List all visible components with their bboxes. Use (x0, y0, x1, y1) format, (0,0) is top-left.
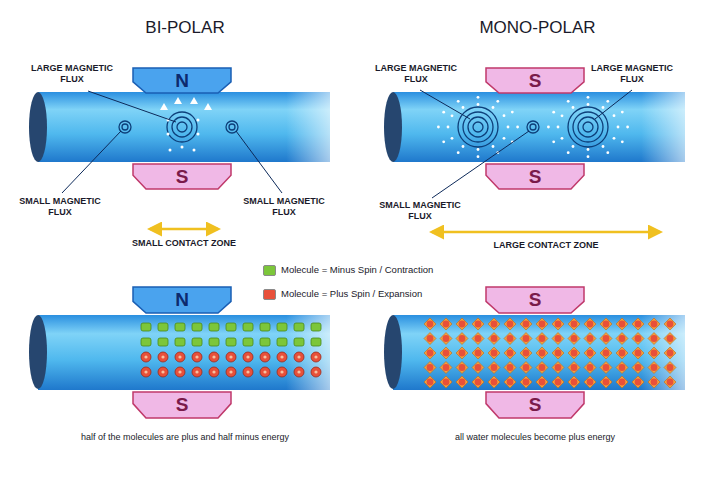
magnet-outline (486, 392, 584, 418)
molecules (141, 318, 676, 388)
magnet-outline (486, 68, 584, 93)
magnet-block: N (132, 286, 232, 314)
pole-letter: N (132, 70, 232, 92)
section-title: BI-POLAR (110, 18, 260, 38)
callout-label: SMALL MAGNETIC FLUX (12, 196, 108, 218)
magnet-block: S (132, 163, 232, 190)
magnet-outline (133, 164, 231, 189)
magnet-block: S (485, 286, 585, 314)
magnet-block: S (485, 67, 585, 94)
pole-letter: S (485, 166, 585, 188)
magnet-outline (133, 392, 231, 418)
pipes (29, 92, 685, 390)
callout-label: LARGE MAGNETIC FLUX (22, 63, 122, 85)
pole-letter: S (132, 166, 232, 188)
caption-note: all water molecules become plus energy (380, 432, 690, 443)
pole-letter: S (485, 70, 585, 92)
pole-letter: S (485, 394, 585, 416)
callout-label: SMALL MAGNETIC FLUX (372, 200, 468, 222)
legend-swatch (263, 289, 276, 300)
flux-arrows (160, 97, 212, 152)
magnet-block: S (485, 391, 585, 419)
magnet-outline (133, 287, 231, 313)
leader-lines (62, 90, 632, 198)
zone-label: SMALL CONTACT ZONE (104, 238, 264, 249)
pole-letter: N (132, 289, 232, 311)
magnet-block: S (132, 391, 232, 419)
section-title: MONO-POLAR (450, 18, 625, 38)
zone-label: LARGE CONTACT ZONE (466, 240, 626, 251)
magnet-outline (486, 287, 584, 313)
legend-swatch (263, 265, 276, 276)
pole-letter: S (132, 394, 232, 416)
legend-text: Molecule = Plus Spin / Expansion (281, 288, 422, 299)
flux-rings (119, 107, 608, 147)
callout-label: SMALL MAGNETIC FLUX (236, 196, 332, 218)
magnet-block: S (485, 163, 585, 190)
flux-dots (437, 96, 629, 158)
caption-note: half of the molecules are plus and half … (20, 432, 350, 443)
legend-text: Molecule = Minus Spin / Contraction (281, 264, 433, 275)
magnet-block: N (132, 67, 232, 94)
magnet-outline (133, 68, 231, 93)
pole-letter: S (485, 289, 585, 311)
callout-label: LARGE MAGNETIC FLUX (580, 63, 684, 85)
callout-label: LARGE MAGNETIC FLUX (366, 63, 466, 85)
magnet-outline (486, 164, 584, 189)
contact-zone-arrows (150, 229, 660, 232)
